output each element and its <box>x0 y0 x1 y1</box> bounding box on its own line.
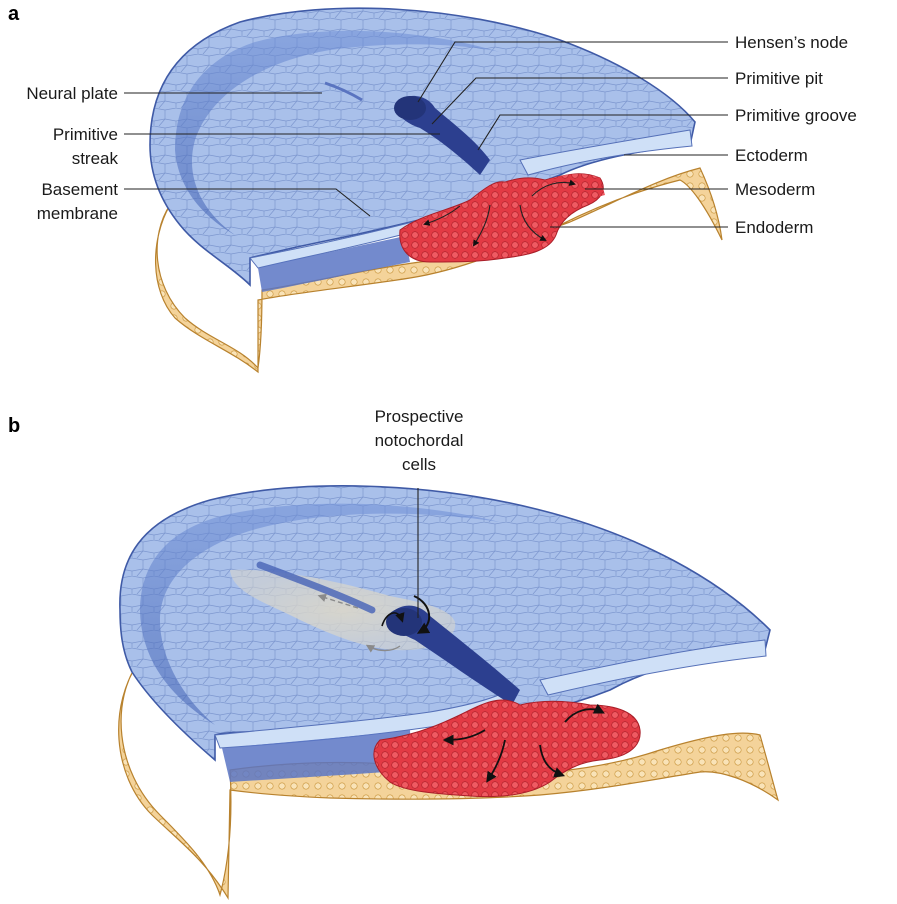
label-prospective-line1: Prospective <box>375 407 464 426</box>
hensens-node-b <box>386 608 422 636</box>
label-primitive-streak-line2: streak <box>72 149 119 168</box>
label-primitive-pit: Primitive pit <box>735 69 823 88</box>
label-ectoderm: Ectoderm <box>735 146 808 165</box>
panel-a: a Neural plate <box>8 3 857 372</box>
label-basement-membrane-line1: Basement <box>41 180 118 199</box>
label-basement-membrane-line2: membrane <box>37 204 118 223</box>
panel-a-letter: a <box>8 3 20 25</box>
label-prospective-line3: cells <box>402 455 436 474</box>
panel-b: b Prospective notochordal cells <box>8 407 778 898</box>
label-neural-plate: Neural plate <box>26 84 118 103</box>
label-mesoderm: Mesoderm <box>735 180 815 199</box>
label-endoderm: Endoderm <box>735 218 813 237</box>
label-prospective-line2: notochordal <box>375 431 464 450</box>
label-primitive-streak-line1: Primitive <box>53 125 118 144</box>
hensens-node-a <box>394 96 426 120</box>
label-primitive-groove: Primitive groove <box>735 106 857 125</box>
label-hensens-node: Hensen’s node <box>735 33 848 52</box>
panel-b-letter: b <box>8 415 20 437</box>
